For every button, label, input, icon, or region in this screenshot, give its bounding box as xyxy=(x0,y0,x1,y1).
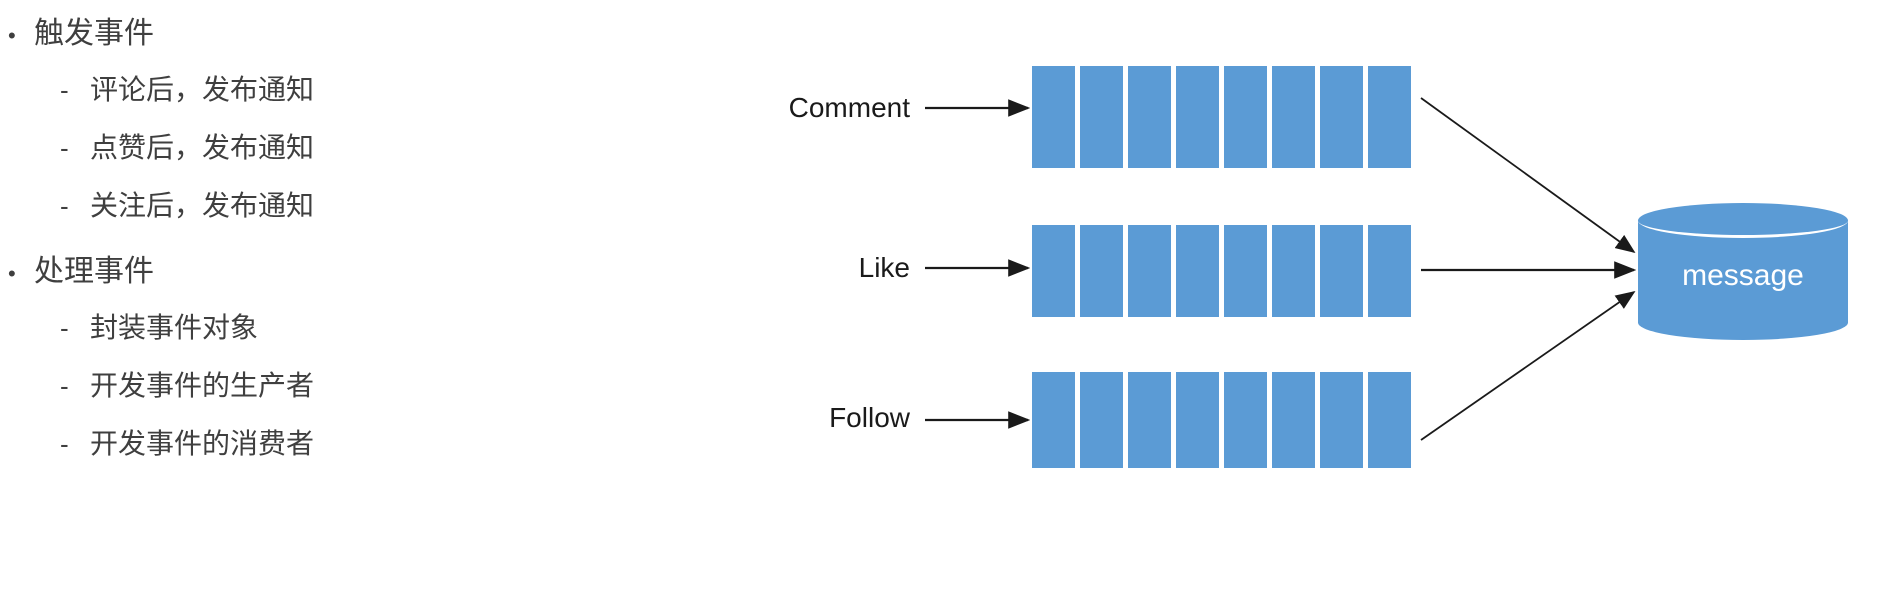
queue-segment xyxy=(1080,372,1123,468)
dash-marker: - xyxy=(60,75,69,105)
outline-item-1-2: - 点赞后，发布通知 xyxy=(60,126,314,166)
queue-segment xyxy=(1176,225,1219,317)
message-store-cylinder: message xyxy=(1638,203,1848,340)
outline-item-1-1: - 评论后，发布通知 xyxy=(60,68,314,108)
queue-segment xyxy=(1320,225,1363,317)
outline-group-1-label: 触发事件 xyxy=(34,17,154,50)
cylinder-top xyxy=(1638,203,1848,238)
outline-group-2-label: 处理事件 xyxy=(34,255,154,288)
queue-segment xyxy=(1224,225,1267,317)
queue-comment xyxy=(1032,66,1411,168)
queue-like xyxy=(1032,225,1411,317)
queue-segment xyxy=(1080,225,1123,317)
queue-segment xyxy=(1080,66,1123,168)
queue-segment xyxy=(1224,66,1267,168)
dash-marker: - xyxy=(60,371,69,401)
outline-item-2-3-label: 开发事件的消费者 xyxy=(90,428,315,459)
event-queue-diagram: Comment Like Follow message xyxy=(620,0,1888,596)
queue-segment xyxy=(1176,372,1219,468)
outline-group-2: • 处理事件 xyxy=(8,246,154,290)
queue-segment xyxy=(1368,372,1411,468)
queue-label-like: Like xyxy=(858,252,910,283)
arrow-layer xyxy=(925,97,1637,441)
dash-marker: - xyxy=(60,133,69,163)
outline-item-1-3-label: 关注后，发布通知 xyxy=(90,190,315,221)
queue-segment xyxy=(1368,225,1411,317)
outline-item-1-1-label: 评论后，发布通知 xyxy=(90,74,315,105)
outline-item-2-2-label: 开发事件的生产者 xyxy=(90,370,315,401)
dash-marker: - xyxy=(60,313,69,343)
queue-segment xyxy=(1128,372,1171,468)
outline-item-2-3: - 开发事件的消费者 xyxy=(60,422,314,462)
outline-item-2-2: - 开发事件的生产者 xyxy=(60,364,314,404)
queue-segment xyxy=(1032,225,1075,317)
queue-segment xyxy=(1272,372,1315,468)
queue-segment xyxy=(1272,66,1315,168)
message-store-label: message xyxy=(1682,259,1804,292)
bullet-marker: • xyxy=(8,23,16,48)
queue-segment xyxy=(1320,372,1363,468)
queue-segment xyxy=(1032,66,1075,168)
queue-segment xyxy=(1320,66,1363,168)
queue-segment xyxy=(1032,372,1075,468)
outline-item-1-2-label: 点赞后，发布通知 xyxy=(90,132,315,163)
arrow-follow-queue-to-message xyxy=(1420,290,1636,441)
bullet-marker: • xyxy=(8,261,16,286)
dash-marker: - xyxy=(60,191,69,221)
queue-segment xyxy=(1224,372,1267,468)
bullet-outline: • 触发事件 - 评论后，发布通知 - 点赞后，发布通知 - 关注后，发布通知 … xyxy=(0,0,620,596)
queue-label-follow: Follow xyxy=(829,402,910,433)
arrow-comment-queue-to-message xyxy=(1420,97,1636,254)
queue-follow xyxy=(1032,372,1411,468)
outline-item-2-1-label: 封装事件对象 xyxy=(90,312,259,343)
queue-segment xyxy=(1368,66,1411,168)
queue-segment xyxy=(1272,225,1315,317)
queue-segment xyxy=(1128,225,1171,317)
dash-marker: - xyxy=(60,429,69,459)
queue-label-comment: Comment xyxy=(788,92,910,123)
outline-item-1-3: - 关注后，发布通知 xyxy=(60,184,314,224)
queue-segment xyxy=(1176,66,1219,168)
outline-group-1: • 触发事件 xyxy=(8,8,154,52)
queue-segment xyxy=(1128,66,1171,168)
outline-item-2-1: - 封装事件对象 xyxy=(60,306,258,346)
